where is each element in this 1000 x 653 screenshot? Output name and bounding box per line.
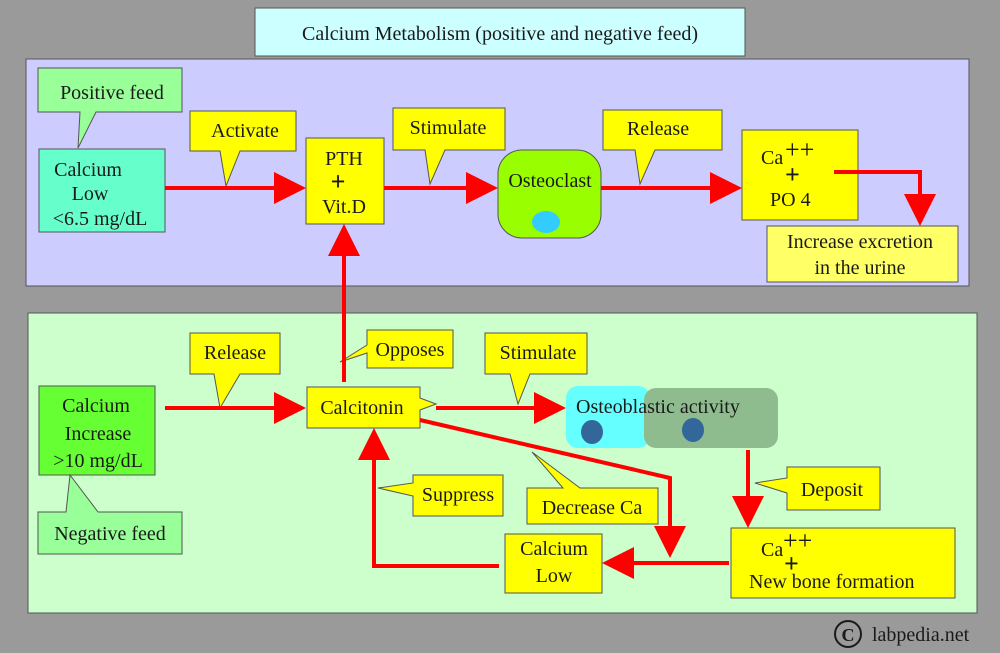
svg-text:Increase: Increase [65, 423, 132, 445]
svg-text:Vit.D: Vit.D [322, 196, 366, 218]
svg-text:Deposit: Deposit [801, 479, 864, 501]
svg-text:Stimulate: Stimulate [410, 117, 487, 139]
copyright-icon [834, 620, 862, 648]
svg-text:Low: Low [72, 183, 109, 205]
top-arrows [165, 170, 936, 226]
arrow-calcitonin-to-decrease [419, 418, 686, 558]
svg-text:Osteoclast: Osteoclast [508, 170, 592, 192]
osteoblast-nucleus-1 [581, 420, 603, 444]
osteoblastic-cells: Osteoblastic activity [566, 386, 778, 448]
new-bone-box: Ca ++ + New bone formation [730, 526, 956, 599]
svg-text:C: C [842, 625, 855, 645]
positive-feed-callout: Positive feed [37, 67, 183, 149]
svg-text:Suppress: Suppress [422, 484, 494, 506]
suppress-callout: Suppress [377, 474, 504, 517]
svg-text:in the urine: in the urine [814, 257, 905, 279]
svg-text:++: ++ [785, 135, 814, 164]
svg-text:Activate: Activate [211, 120, 279, 142]
svg-text:Stimulate: Stimulate [500, 342, 577, 364]
watermark-text: labpedia.net [872, 624, 970, 646]
svg-text:+: + [785, 160, 800, 189]
svg-text:Opposes: Opposes [376, 339, 445, 361]
osteoclast-cell: Osteoclast [497, 149, 602, 239]
activate-callout: Activate [189, 110, 297, 188]
arrow-calcium-low-to-calcitonin [358, 428, 499, 568]
svg-text:Calcitonin: Calcitonin [320, 397, 403, 419]
stimulate-callout-top: Stimulate [392, 107, 506, 186]
osteoblast-cell-2 [644, 388, 778, 448]
bottom-arrows [165, 224, 764, 579]
svg-text:PO 4: PO 4 [770, 189, 811, 211]
svg-text:Ca: Ca [761, 539, 783, 561]
osteoclast-nucleus [532, 211, 560, 233]
decrease-ca-callout: Decrease Ca [526, 451, 659, 525]
release-callout-top: Release [602, 109, 723, 186]
positive-feed-label: Positive feed [60, 82, 164, 104]
svg-text:PTH: PTH [325, 148, 363, 170]
svg-text:+: + [331, 167, 346, 196]
svg-text:+: + [784, 549, 799, 578]
release-callout-bottom: Release [189, 332, 281, 410]
svg-text:<6.5 mg/dL: <6.5 mg/dL [53, 208, 148, 230]
title-box: Calcium Metabolism (positive and negativ… [254, 7, 746, 57]
svg-text:New bone formation: New bone formation [749, 571, 915, 593]
negative-feed-label: Negative feed [54, 523, 166, 545]
svg-text:Calcium: Calcium [62, 395, 130, 417]
ca-po4-box: Ca ++ + PO 4 [741, 129, 859, 221]
page-title: Calcium Metabolism (positive and negativ… [302, 23, 698, 45]
arrow-ca-to-excretion [834, 170, 936, 226]
calcium-low-box-bottom: Calcium Low [504, 533, 603, 594]
svg-text:Release: Release [627, 118, 689, 140]
watermark: C labpedia.net [834, 620, 970, 648]
svg-text:Release: Release [204, 342, 266, 364]
svg-text:Decrease Ca: Decrease Ca [542, 497, 643, 519]
osteoblast-nucleus-2 [682, 418, 704, 442]
svg-text:++: ++ [783, 526, 812, 555]
calcitonin-box: Calcitonin [306, 386, 438, 429]
negative-feed-callout: Negative feed [37, 473, 183, 555]
svg-text:Calcium: Calcium [54, 159, 122, 181]
svg-text:Increase excretion: Increase excretion [787, 231, 933, 253]
stimulate-callout-bottom: Stimulate [484, 332, 588, 406]
svg-text:>10 mg/dL: >10 mg/dL [53, 450, 143, 472]
svg-text:Calcium: Calcium [520, 538, 588, 560]
deposit-callout: Deposit [754, 466, 881, 511]
svg-text:Low: Low [536, 565, 573, 587]
pth-vitd-box: PTH + Vit.D [305, 137, 385, 225]
calcium-increase-box: Calcium Increase >10 mg/dL [38, 385, 156, 476]
calcium-low-box: Calcium Low <6.5 mg/dL [38, 148, 166, 233]
svg-text:Ca: Ca [761, 147, 783, 169]
excretion-box: Increase excretion in the urine [766, 225, 959, 283]
osteoblastic-activity-label: Osteoblastic activity [576, 396, 740, 418]
opposes-callout: Opposes [339, 329, 454, 369]
